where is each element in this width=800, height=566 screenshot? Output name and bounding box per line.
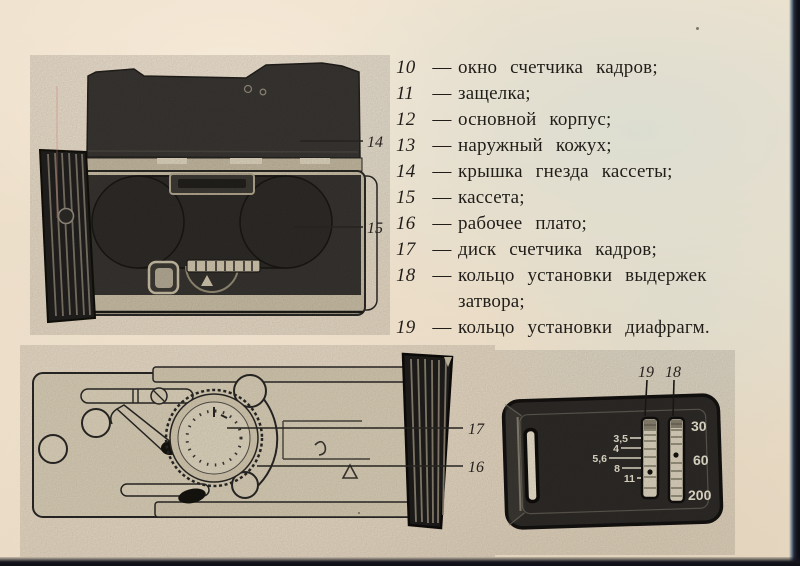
list-item: 13 — наружный кожух; <box>396 133 771 159</box>
item-dash: — <box>432 83 452 104</box>
item-number: 13 <box>396 135 416 156</box>
item-number: 11 <box>396 83 414 104</box>
figure-working-plate: 17 16 <box>20 345 495 557</box>
scan-grain <box>495 350 735 555</box>
item-text: кольцо установки диафрагм. <box>458 317 710 338</box>
item-text: рабочее плато; <box>458 213 588 234</box>
item-text: защелка; <box>458 83 531 104</box>
list-item: 15 — кассета; <box>396 185 771 211</box>
item-number: 15 <box>396 187 416 208</box>
item-number: 10 <box>396 57 416 78</box>
item-number: 16 <box>396 213 416 234</box>
item-dash: — <box>432 109 452 130</box>
item-number: 19 <box>396 317 416 338</box>
item-dash: — <box>432 187 452 208</box>
item-number: 18 <box>396 265 416 286</box>
figure-control-panel: 3,5 4 5,6 8 11 30 60 200 19 18 <box>495 350 735 555</box>
item-dash: — <box>432 317 452 338</box>
list-item: 17 — диск счетчика кадров; <box>396 237 771 263</box>
figure-camera-open-back: 14 15 <box>30 55 390 335</box>
item-text: наружный кожух; <box>458 135 612 156</box>
list-item: 14 — крышка гнезда кассеты; <box>396 159 771 185</box>
page-edge-right <box>789 0 800 566</box>
page-edge-bottom <box>0 557 800 566</box>
scan-grain <box>20 345 495 557</box>
list-item: 11 — защелка; <box>396 81 771 107</box>
item-text: диск счетчика кадров; <box>458 239 657 260</box>
item-text: крышка гнезда кассеты; <box>458 161 673 182</box>
item-dash: — <box>432 265 452 286</box>
item-text: окно счетчика кадров; <box>458 57 658 78</box>
item-number: 14 <box>396 161 416 182</box>
scan-speck <box>358 512 360 514</box>
scan-speck <box>696 27 699 30</box>
scan-grain <box>30 55 390 335</box>
item-text: основной корпус; <box>458 109 612 130</box>
item-dash: — <box>432 213 452 234</box>
item-number: 17 <box>396 239 416 260</box>
item-number: 12 <box>396 109 416 130</box>
item-dash: — <box>432 161 452 182</box>
parts-list: 10 — окно счетчика кадров; 11 — защелка; 12 —… <box>396 55 771 341</box>
scan-crease <box>56 86 58 218</box>
list-item: 16 — рабочее плато; <box>396 211 771 237</box>
item-dash: — <box>432 239 452 260</box>
list-item: 10 — окно счетчика кадров; <box>396 55 771 81</box>
list-item: 12 — основной корпус; <box>396 107 771 133</box>
item-dash: — <box>432 135 452 156</box>
item-dash: — <box>432 57 452 78</box>
list-item: 19 — кольцо установки диафрагм. <box>396 315 771 341</box>
scan-speck <box>662 512 665 514</box>
item-text: кассета; <box>458 187 525 208</box>
